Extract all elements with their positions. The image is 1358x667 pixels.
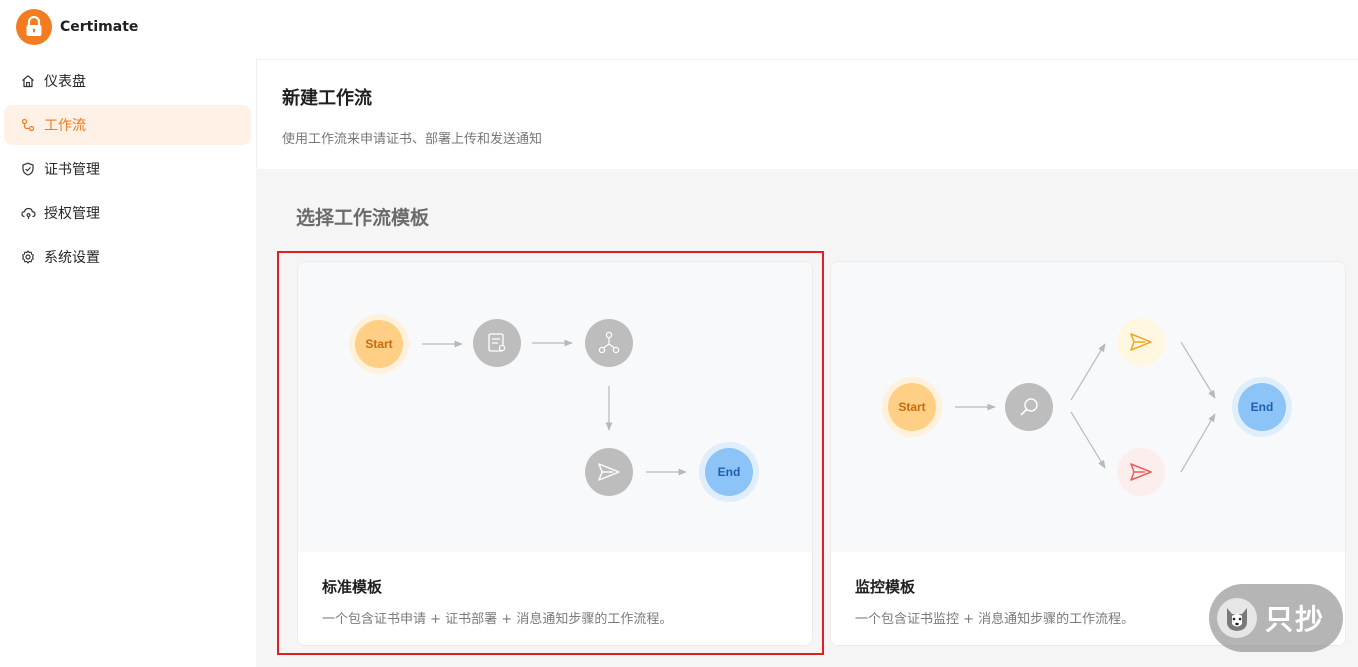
page-header: 新建工作流 使用工作流来申请证书、部署上传和发送通知: [256, 59, 1358, 169]
end-label: End: [1251, 400, 1274, 414]
deploy-icon: [598, 331, 620, 354]
sidebar-item-certificates[interactable]: 证书管理: [4, 149, 251, 189]
end-node: End: [1232, 377, 1292, 437]
app-name: Certimate: [60, 19, 139, 35]
send-icon: [1130, 333, 1152, 351]
end-node: End: [699, 442, 759, 502]
lock-logo-icon: [16, 9, 52, 45]
sidebar-item-label: 系统设置: [44, 250, 100, 266]
main-content: 选择工作流模板 Start: [256, 169, 1358, 667]
start-node: Start: [349, 314, 409, 374]
sidebar: Certimate 仪表盘 工作流 证书管理 授权管理: [0, 0, 256, 667]
template-description: 一个包含证书申请 + 证书部署 + 消息通知步骤的工作流程。: [322, 612, 673, 627]
end-label: End: [718, 465, 741, 479]
sidebar-nav: 仪表盘 工作流 证书管理 授权管理 系统设置: [4, 61, 251, 281]
cloud-key-icon: [20, 205, 36, 221]
apply-certificate-node: [473, 319, 521, 367]
start-label: Start: [898, 400, 925, 414]
gear-icon: [20, 249, 36, 265]
sidebar-item-workflow[interactable]: 工作流: [4, 105, 251, 145]
sidebar-item-settings[interactable]: 系统设置: [4, 237, 251, 277]
home-icon: [20, 73, 36, 89]
template-card-standard[interactable]: Start: [297, 261, 813, 646]
shield-check-icon: [20, 161, 36, 177]
send-icon: [598, 463, 620, 481]
deploy-node: [585, 319, 633, 367]
section-title: 选择工作流模板: [296, 207, 430, 229]
husky-avatar-icon: [1217, 598, 1257, 638]
watermark: 只抄: [1209, 584, 1343, 652]
page-subtitle: 使用工作流来申请证书、部署上传和发送通知: [282, 132, 543, 147]
edge: [1180, 341, 1216, 399]
sidebar-item-label: 证书管理: [44, 162, 100, 178]
edge: [1070, 411, 1106, 469]
notify-success-node: [1117, 318, 1165, 366]
sidebar-item-label: 工作流: [44, 118, 86, 134]
document-icon: [488, 333, 506, 352]
search-icon: [1020, 398, 1038, 416]
workflow-icon: [20, 117, 36, 133]
send-icon: [1130, 463, 1152, 481]
sidebar-item-label: 仪表盘: [44, 74, 86, 90]
start-label: Start: [365, 337, 392, 351]
template-description: 一个包含证书监控 + 消息通知步骤的工作流程。: [855, 612, 1135, 627]
monitor-node: [1005, 383, 1053, 431]
workflow-diagram: Start: [831, 262, 1345, 552]
template-card-monitor[interactable]: Start: [830, 261, 1346, 646]
watermark-text: 只抄: [1265, 603, 1326, 636]
sidebar-item-label: 授权管理: [44, 206, 100, 222]
template-name: 监控模板: [855, 578, 916, 596]
edge: [1180, 413, 1216, 473]
edge: [1070, 343, 1106, 401]
template-name: 标准模板: [322, 578, 383, 596]
page-title: 新建工作流: [282, 88, 372, 109]
sidebar-item-access[interactable]: 授权管理: [4, 193, 251, 233]
notify-node: [585, 448, 633, 496]
start-node: Start: [882, 377, 942, 437]
sidebar-item-dashboard[interactable]: 仪表盘: [4, 61, 251, 101]
notify-failure-node: [1117, 448, 1165, 496]
brand[interactable]: Certimate: [16, 9, 138, 45]
workflow-diagram: Start: [298, 262, 812, 552]
